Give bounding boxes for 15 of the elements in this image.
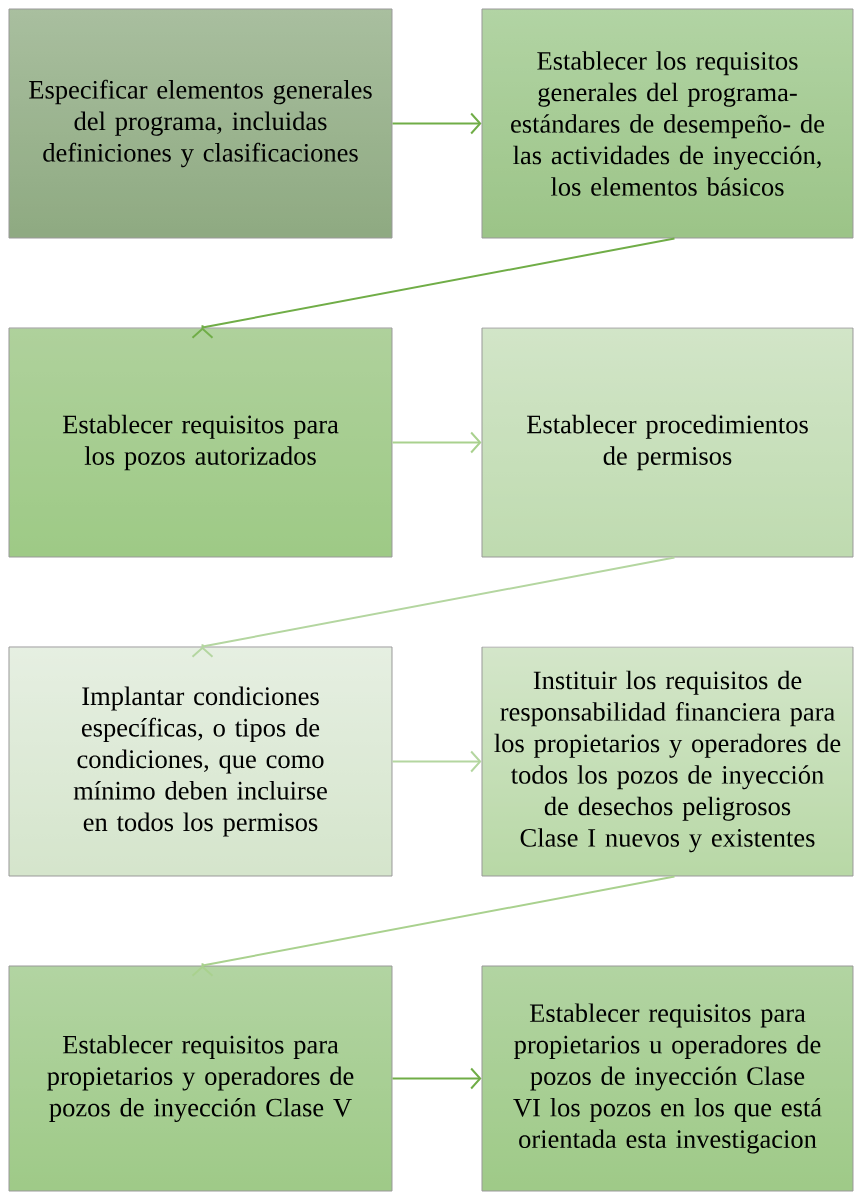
- arrow: [391, 431, 482, 454]
- arrow: [191, 237, 676, 339]
- process-box: Establecer requisitos para propietarios y operadores de pozos de inyección Clase V: [8, 965, 393, 1192]
- arrow: [391, 1067, 482, 1090]
- process-box: Establecer requisitos para los pozos autorizados: [8, 327, 393, 558]
- arrow: [191, 875, 676, 977]
- process-box: Establecer los requisitos generales del programa- estándares de desempeño- de las actividades de inyección, los elementos básicos: [481, 8, 854, 239]
- process-box: Implantar condiciones específicas, o tipos de condiciones, que como mínimo deben incluirse en todos los permisos: [8, 646, 393, 877]
- process-box: Establecer requisitos para propietarios u operadores de pozos de inyección Clase VI los pozos en los que está orientada esta investigacion: [481, 965, 854, 1192]
- process-box: Instituir los requisitos de responsabilidad financiera para los propietarios y operadores de todos los pozos de inyección de desechos peligrosos Clase I nuevos y existentes: [481, 646, 854, 877]
- arrow: [391, 750, 482, 773]
- process-box: Establecer procedimientos de permisos: [481, 327, 854, 558]
- arrow: [191, 556, 676, 658]
- arrow: [391, 112, 482, 135]
- process-box: Especificar elementos generales del programa, incluidas definiciones y clasificaciones: [8, 8, 393, 239]
